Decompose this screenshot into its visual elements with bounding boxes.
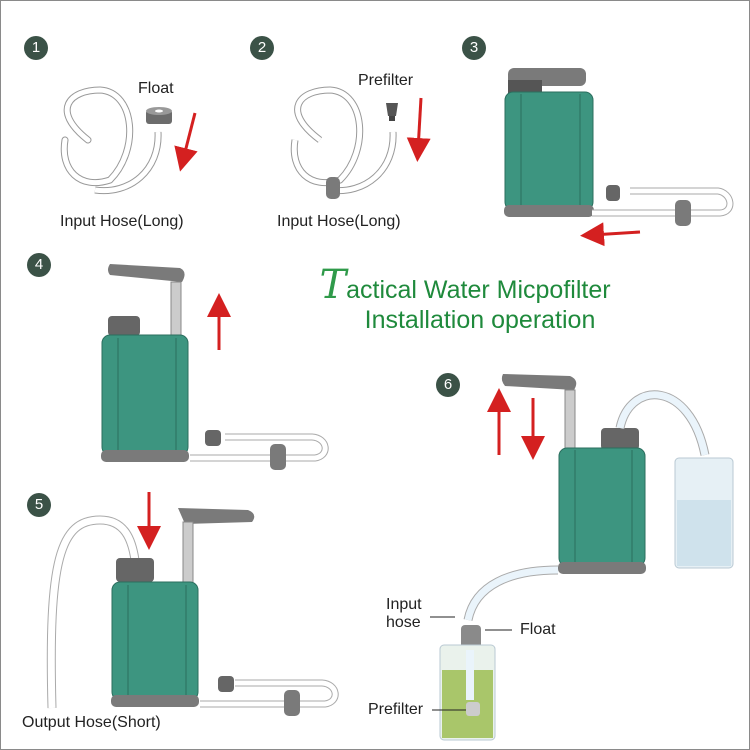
step6-usage-illustration [430,374,734,741]
title-line-2: Installation operation [364,306,596,334]
step1-hose-illustration [60,86,198,195]
prefilter-label-step6: Prefilter [368,701,424,718]
step-1-badge: 1 [24,36,48,60]
step2-hose-illustration [290,86,431,199]
step3-pump-illustration [504,68,734,247]
title-line-1: Tactical Water Micpofilter [285,265,645,305]
prefilter-label: Prefilter [358,72,414,89]
input-hose-long-label-2: Input Hose(Long) [277,213,401,230]
step-4-badge: 4 [27,253,51,277]
step-6-badge: 6 [436,373,460,397]
step-2-badge: 2 [250,36,274,60]
page-title: Tactical Water Micpofilter Installation … [285,265,645,335]
input-hose-label-line1: Input [386,596,422,613]
input-hose-long-label-1: Input Hose(Long) [60,213,184,230]
float-label: Float [138,80,174,97]
step-5-badge: 5 [27,493,51,517]
title-line-1-rest: actical Water Micpofilter [346,276,611,304]
float-label-step6: Float [520,621,556,638]
step5-pump-illustration [46,492,339,716]
output-hose-short-label: Output Hose(Short) [22,714,161,731]
step4-pump-illustration [101,264,329,470]
input-hose-label-line2: hose [386,614,421,631]
step-3-badge: 3 [462,36,486,60]
title-initial: T [319,262,347,308]
